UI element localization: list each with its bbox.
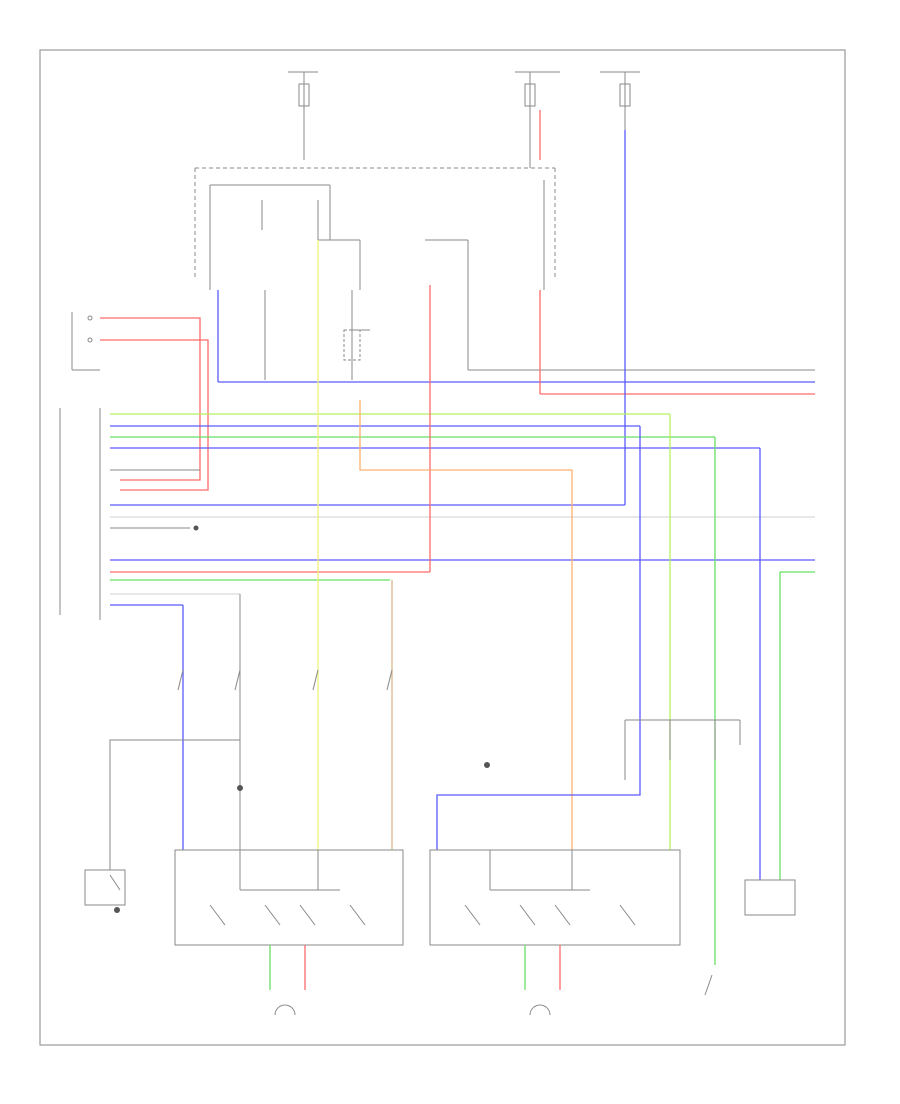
ground-symbol-ecu xyxy=(193,525,199,531)
body-ecu xyxy=(59,408,101,620)
left-rear-power-window-switch xyxy=(174,849,404,946)
ground-right xyxy=(114,762,490,913)
power-window-relay xyxy=(209,180,815,380)
diagram-frame xyxy=(39,49,846,1046)
wire-blue-center xyxy=(436,426,641,850)
top-fuse-feeds xyxy=(288,71,640,168)
door-lock-control-switch xyxy=(71,312,100,371)
wires-red-left xyxy=(100,317,209,491)
wire-orange-vertical xyxy=(359,400,573,850)
junction-block xyxy=(194,167,556,280)
door-lock-switch xyxy=(624,719,796,996)
switch-drops-left xyxy=(177,594,393,850)
right-rear-power-window-switch xyxy=(429,849,681,946)
window-motors xyxy=(274,1004,551,1016)
key-unlock-warning-switch xyxy=(84,739,240,906)
